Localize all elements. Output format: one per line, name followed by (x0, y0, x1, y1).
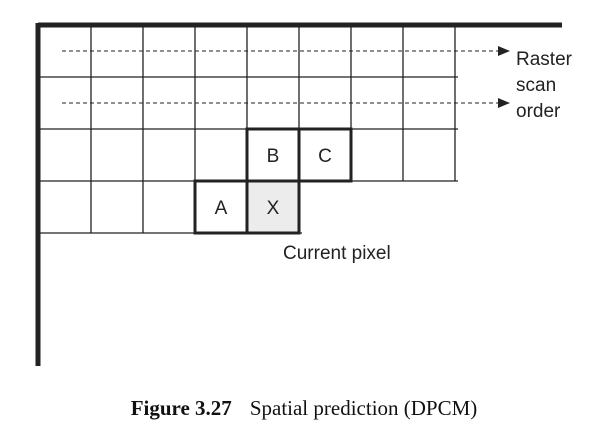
dpcm-diagram: B C A X Raster scan order Current pixel (35, 22, 573, 366)
cell-x-label: X (267, 198, 280, 219)
cell-b-label: B (267, 146, 280, 167)
image-border (35, 22, 562, 366)
raster-scan-arrows (62, 46, 510, 108)
cell-c-label: C (318, 146, 332, 167)
figure-title: Spatial prediction (DPCM) (249, 396, 478, 420)
scan-label-line-3: order (516, 101, 561, 122)
figure-number: Figure 3.27 (130, 396, 232, 420)
current-pixel-label: Current pixel (283, 243, 391, 264)
scan-label-line-1: Raster (516, 49, 573, 70)
cell-a-label: A (215, 198, 228, 219)
scan-label-line-2: scan (516, 75, 556, 96)
neighbor-cells (193, 127, 353, 235)
figure-caption: Figure 3.27 Spatial prediction (DPCM) (0, 396, 608, 421)
current-pixel-fill (248, 182, 298, 232)
